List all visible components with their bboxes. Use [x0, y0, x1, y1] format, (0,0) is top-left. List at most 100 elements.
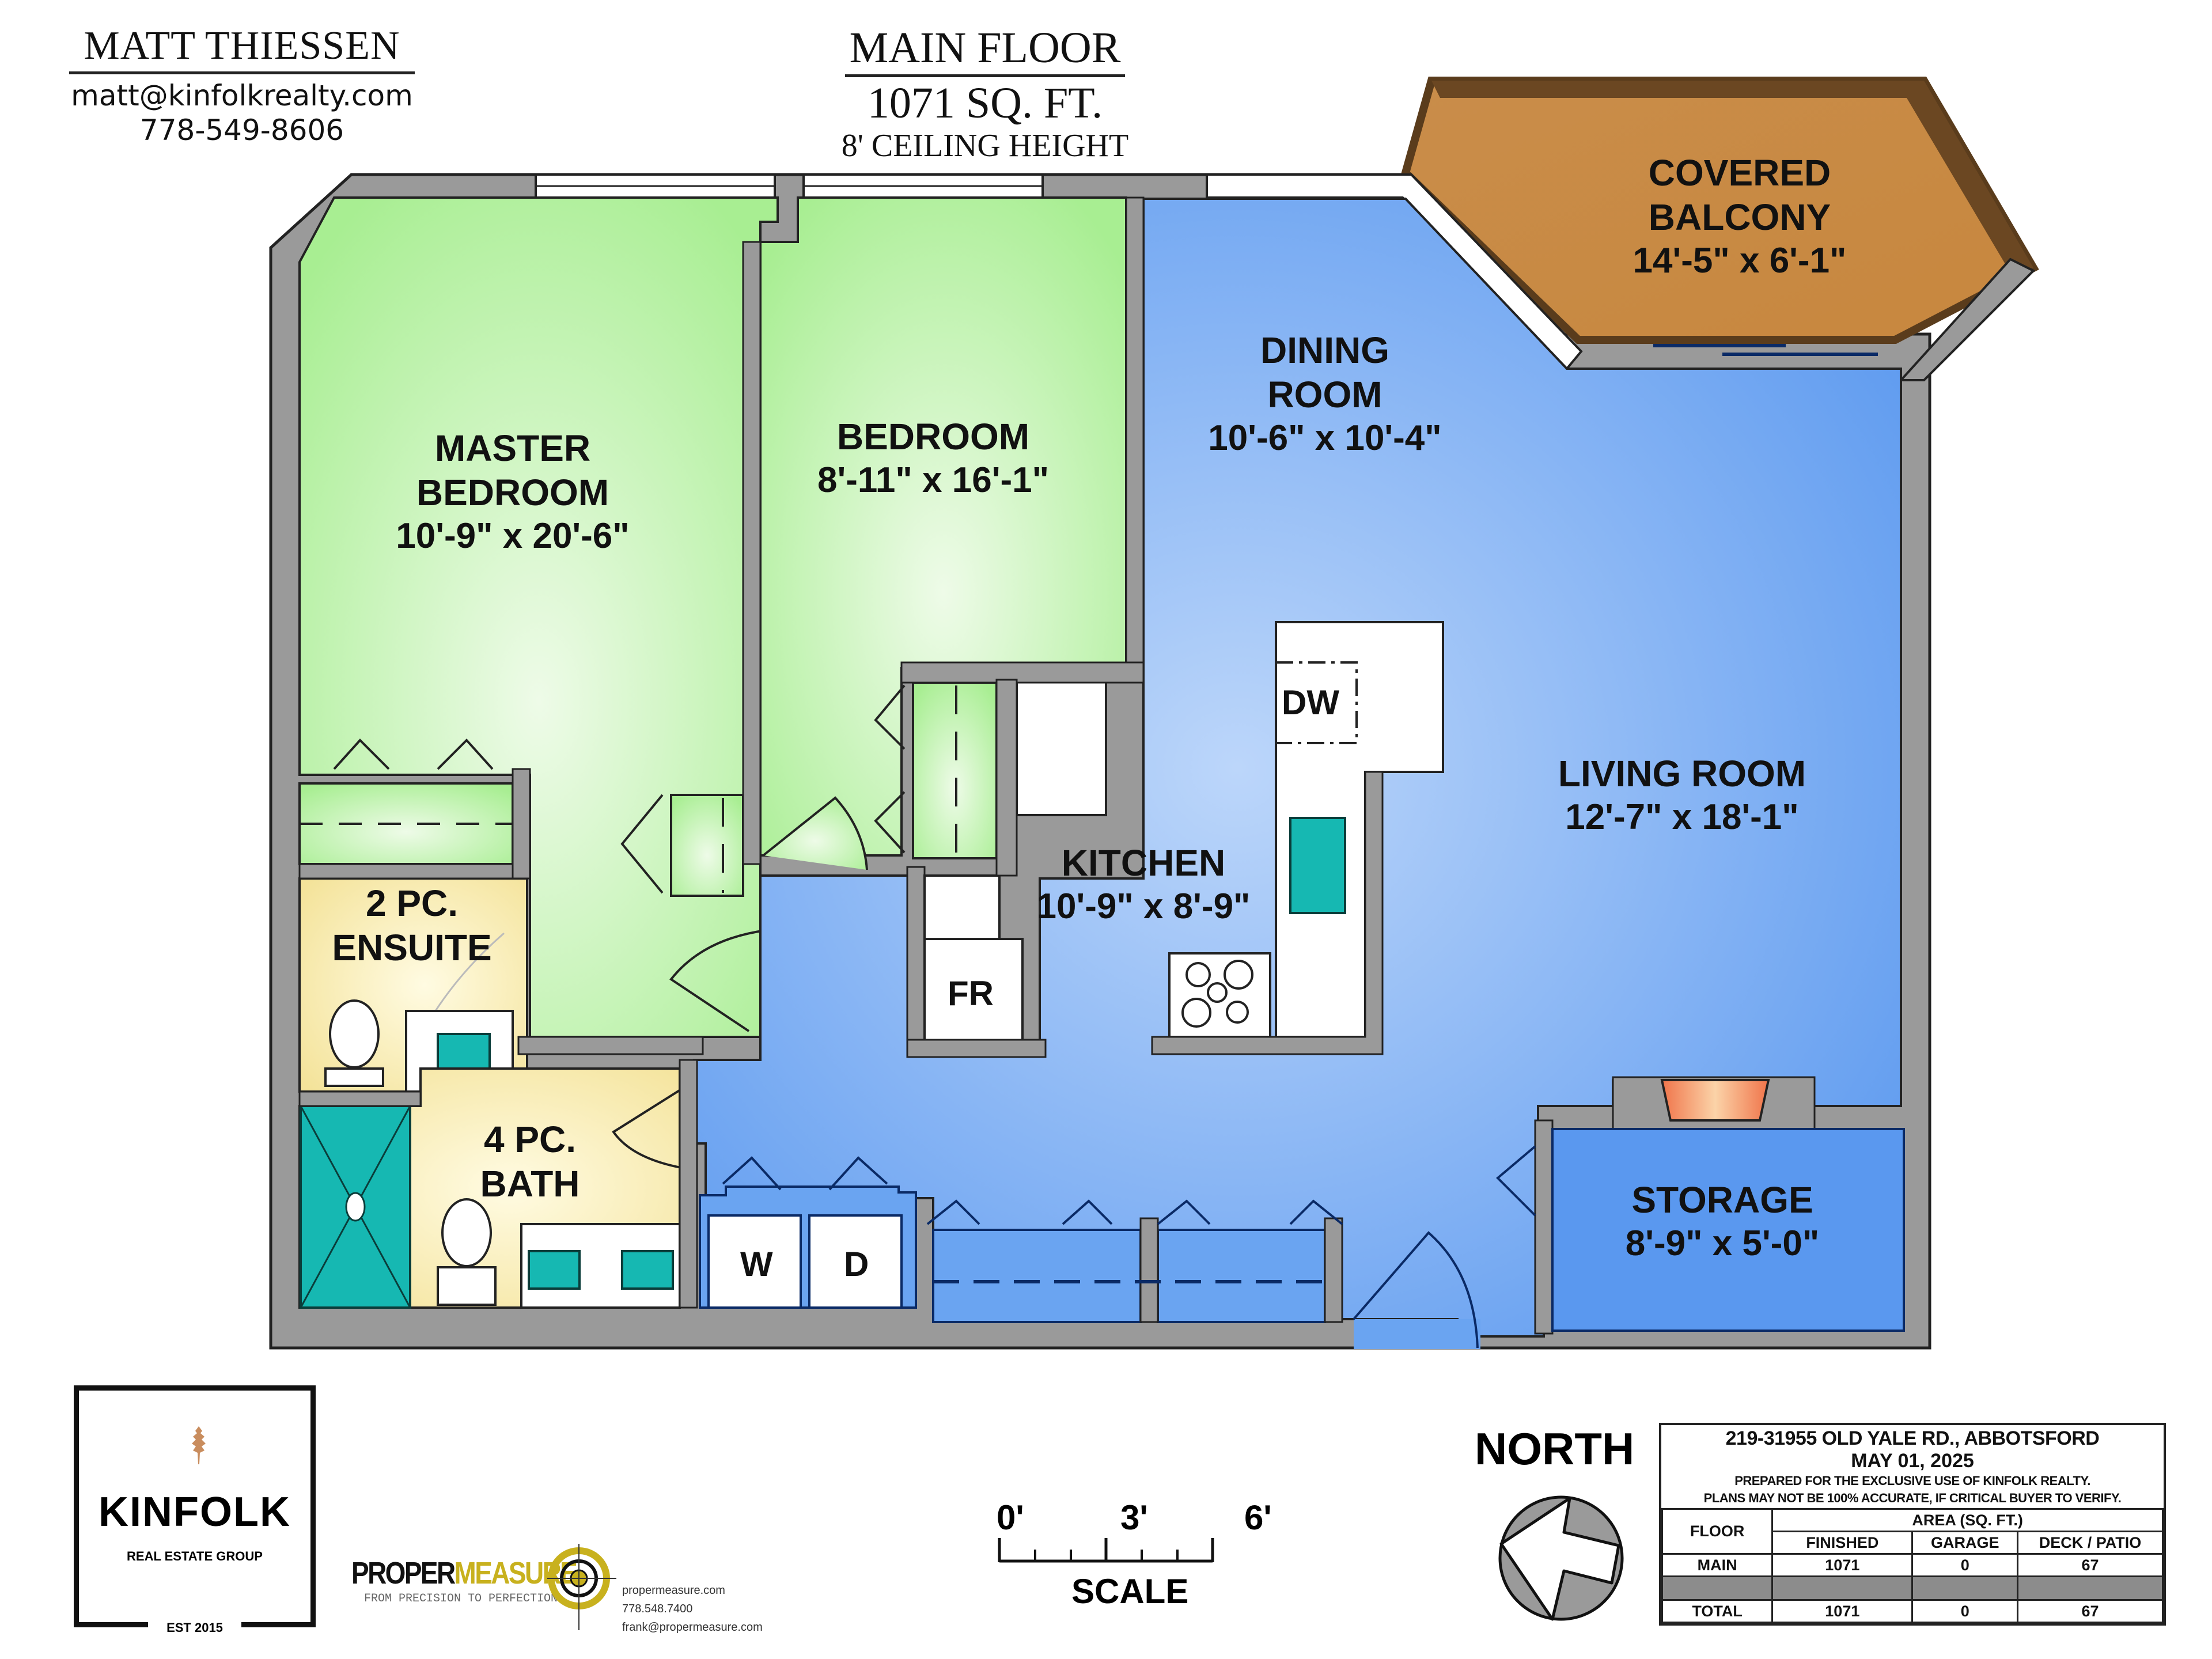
floor-area: 1071 SQ. FT. — [867, 79, 1103, 127]
room-name: STORAGE — [1631, 1179, 1813, 1221]
kinfolk-subtitle: REAL ESTATE GROUP — [127, 1549, 263, 1563]
brand-part-1: PROPER — [351, 1556, 456, 1590]
room-name: 4 PC. — [483, 1119, 577, 1160]
target-crosshair-icon — [547, 1544, 616, 1630]
header-finished: FINISHED — [1771, 1531, 1914, 1555]
ceiling-height: 8' CEILING HEIGHT — [841, 128, 1129, 164]
property-address: 219-31955 OLD YALE RD., ABBOTSFORD — [1725, 1427, 2100, 1449]
cell-deck: 67 — [2016, 1599, 2164, 1623]
room-dimensions: 12'-7" x 18'-1" — [1565, 797, 1799, 837]
table-row: MAIN 1071 0 67 — [1661, 1553, 2164, 1577]
balcony-side-wall — [1898, 257, 2036, 381]
room-name: LIVING ROOM — [1558, 753, 1806, 794]
header-deck-patio: DECK / PATIO — [2016, 1531, 2164, 1555]
cell-garage: 0 — [1911, 1553, 2018, 1577]
disclaimer-line-1: PREPARED FOR THE EXCLUSIVE USE OF KINFOL… — [1734, 1474, 2090, 1488]
proper-measure-brand: PROPERMEASURE — [351, 1555, 578, 1591]
room-name: BATH — [480, 1162, 580, 1205]
room-label-bath: 4 PC. BATH — [444, 1118, 616, 1206]
scale-tick-3: 3' — [1120, 1498, 1148, 1537]
room-name: 2 PC. — [365, 882, 459, 924]
ensuite-sink — [437, 1033, 491, 1070]
room-name: COVERED — [1648, 152, 1831, 194]
room-dimensions: 10'-9" x 20'-6" — [396, 516, 630, 556]
hall-closet-1 — [932, 1229, 1142, 1323]
scale-ruler — [998, 1538, 1214, 1563]
hall-closet-2 — [1157, 1229, 1326, 1323]
room-label-storage: STORAGE 8'-9" x 5'-0" — [1590, 1178, 1855, 1265]
proper-measure-logo: PROPERMEASURE FROM PRECISION TO PERFECTI… — [351, 1555, 616, 1605]
room-dimensions: 10'-6" x 10'-4" — [1208, 418, 1442, 458]
kitchen-counter-left — [923, 874, 1001, 940]
cell-finished — [1771, 1575, 1914, 1601]
proper-measure-tagline: FROM PRECISION TO PERFECTION — [364, 1592, 558, 1605]
area-table: FLOOR AREA (SQ. FT.) FINISHED GARAGE DEC… — [1661, 1508, 2164, 1623]
north-label: NORTH — [1475, 1423, 1635, 1474]
kitchen-sink — [1289, 817, 1346, 914]
pm-email: frank@propermeasure.com — [622, 1621, 763, 1634]
header-area: AREA (SQ. FT.) — [1771, 1508, 2164, 1532]
room-dimensions: 14'-5" x 6'-1" — [1633, 240, 1847, 281]
room-dimensions: 10'-9" x 8'-9" — [1036, 886, 1251, 926]
storage-floor — [1551, 1128, 1905, 1332]
dishwasher-label: DW — [1282, 683, 1339, 722]
cell-finished: 1071 — [1771, 1599, 1914, 1623]
master-closet — [298, 782, 514, 865]
pm-phone: 778.548.7400 — [622, 1603, 693, 1615]
room-label-living-room: LIVING ROOM 12'-7" x 18'-1" — [1521, 752, 1843, 839]
cell-finished: 1071 — [1771, 1553, 1914, 1577]
cell-floor — [1661, 1575, 1774, 1601]
plan-title-block: MAIN FLOOR 1071 SQ. FT. 8' CEILING HEIGH… — [806, 23, 1164, 164]
room-dimensions: 8'-11" x 16'-1" — [817, 460, 1049, 500]
scale-label: SCALE — [1071, 1572, 1189, 1611]
room-name: BEDROOM — [836, 416, 1030, 457]
agent-email: matt@kinfolkrealty.com — [71, 79, 413, 112]
cell-garage: 0 — [1911, 1599, 2018, 1623]
room-name: KITCHEN — [1061, 842, 1226, 884]
room-label-ensuite: 2 PC. ENSUITE — [311, 881, 513, 970]
table-row: TOTAL 1071 0 67 — [1661, 1599, 2164, 1623]
fireplace — [1660, 1079, 1770, 1122]
north-arrow-icon — [1498, 1495, 1624, 1621]
washer — [707, 1214, 802, 1309]
master-closet-2 — [670, 794, 744, 897]
kitchen-upper-cabinet — [1016, 679, 1107, 816]
disclaimer-line-2: PLANS MAY NOT BE 100% ACCURATE, IF CRITI… — [1703, 1491, 2122, 1505]
washer-label: W — [740, 1245, 773, 1283]
room-name: MASTER — [434, 427, 591, 469]
room-label-kitchen: KITCHEN 10'-9" x 8'-9" — [1002, 841, 1285, 928]
dishwasher — [1275, 661, 1358, 744]
proper-measure-contact: propermeasure.com 778.548.7400 frank@pro… — [622, 1581, 763, 1637]
scale-tick-6: 6' — [1244, 1498, 1272, 1537]
room-label-dining-room: DINING ROOM 10'-6" x 10'-4" — [1175, 328, 1475, 460]
wall-bedroom-living — [1125, 196, 1145, 683]
agent-contact-block: MATT THIESSEN matt@kinfolkrealty.com 778… — [69, 23, 415, 147]
property-info-box: 219-31955 OLD YALE RD., ABBOTSFORD MAY 0… — [1659, 1423, 2166, 1626]
cell-garage — [1911, 1575, 2018, 1601]
fridge — [923, 938, 1024, 1050]
room-name: ENSUITE — [332, 926, 492, 968]
agent-phone: 778-549-8606 — [139, 113, 344, 147]
plan-date: MAY 01, 2025 — [1851, 1450, 1974, 1472]
kinfolk-logo: KINFOLK REAL ESTATE GROUP EST 2015 — [74, 1385, 316, 1635]
kinfolk-established: EST 2015 — [166, 1620, 223, 1635]
entry-door-opening — [1354, 1319, 1480, 1349]
cooktop — [1168, 952, 1271, 1038]
kitchen-wall-left — [906, 866, 926, 1058]
entry-door-swing — [1353, 1231, 1479, 1349]
room-name: BALCONY — [1648, 196, 1831, 238]
room-label-covered-balcony: COVERED BALCONY 14'-5" x 6'-1" — [1590, 151, 1889, 282]
oak-leaf-icon — [192, 1426, 206, 1464]
dryer-label: D — [844, 1245, 869, 1283]
room-name: BEDROOM — [416, 471, 609, 513]
kinfolk-brand: KINFOLK — [99, 1489, 291, 1535]
laundry-wall — [679, 1059, 698, 1309]
room-name: ROOM — [1267, 373, 1382, 415]
pm-website: propermeasure.com — [622, 1584, 725, 1597]
agent-name: MATT THIESSEN — [69, 23, 415, 74]
floor-title: MAIN FLOOR — [844, 23, 1126, 77]
cell-floor: MAIN — [1661, 1553, 1774, 1577]
bedroom-closet — [912, 681, 998, 859]
table-row — [1661, 1575, 2164, 1601]
